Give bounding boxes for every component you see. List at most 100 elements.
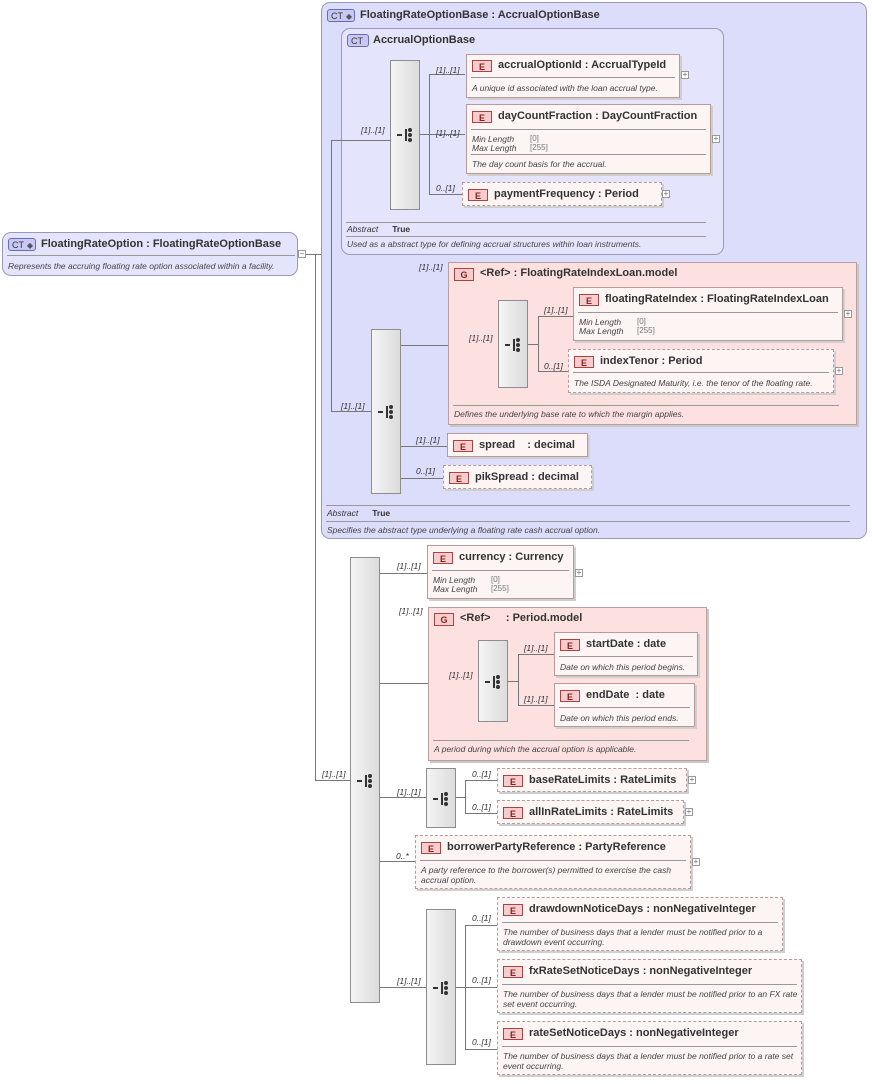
sequence-icon [357,773,375,789]
spread-element[interactable]: E spread : decimal [447,433,588,457]
divider [471,154,706,155]
currency-element[interactable]: E currency : Currency Min Length [0] Max… [427,545,574,599]
expand-icon[interactable]: + [662,189,670,198]
divider [420,860,686,861]
divider [471,77,675,78]
end-date-element[interactable]: E endDate : date Date on which this peri… [554,683,695,727]
connector [429,74,465,75]
element-title: pikSpread : decimal [475,471,579,483]
float-sequence[interactable] [371,329,401,494]
element-title: borrowerPartyReference : PartyReference [447,841,666,853]
expand-icon[interactable]: + [692,857,700,866]
divider [432,570,569,571]
group-icon: G [454,268,474,281]
max-length-label: Max Length [472,143,517,153]
root-complex-type[interactable]: CT FloatingRateOption : FloatingRateOpti… [2,232,298,276]
expand-icon[interactable]: + [681,70,689,79]
collapse-root-icon[interactable]: − [298,249,306,258]
day-count-card: [1]..[1] [436,128,460,138]
floating-index-sequence[interactable] [498,300,528,388]
floating-rate-index-element[interactable]: E floatingRateIndex : FloatingRateIndexL… [573,287,843,341]
element-icon: E [574,356,594,368]
period-group-card: [1]..[1] [399,606,423,616]
pik-spread-element[interactable]: E pikSpread : decimal [443,465,592,489]
day-count-fraction-element[interactable]: E dayCountFraction : DayCountFraction Mi… [466,104,711,174]
pik-spread-card: 0..[1] [416,466,435,476]
element-icon: E [449,472,469,484]
connector [538,316,539,372]
base-rate-limits-element[interactable]: E baseRateLimits : RateLimits [497,768,687,792]
connector [528,344,538,345]
element-title: drawdownNoticeDays : nonNegativeInteger [529,903,756,915]
divider [346,236,706,237]
divider [502,1046,797,1047]
start-date-element[interactable]: E startDate : date Date on which this pe… [554,632,698,676]
connector [465,987,497,988]
group-annotation: Defines the underlying base rate to whic… [454,409,685,419]
divider [559,656,693,657]
expand-icon[interactable]: + [575,568,583,577]
element-icon: E [503,904,523,916]
divider [559,707,690,708]
max-length-value: [255] [491,584,509,593]
accrual-title: AccrualOptionBase [373,34,476,46]
accrual-option-id-element[interactable]: E accrualOptionId : AccrualTypeId A uniq… [466,54,680,98]
limits-sequence[interactable] [426,768,456,828]
connector [465,780,466,813]
divider [578,312,838,313]
element-annotation: The day count basis for the accrual. [472,159,607,169]
drawdown-notice-days-element[interactable]: E drawdownNoticeDays : nonNegativeIntege… [497,897,783,951]
divider [326,521,850,522]
element-icon: E [503,1028,523,1040]
element-title: baseRateLimits : RateLimits [529,774,677,786]
all-in-rate-limits-element[interactable]: E allInRateLimits : RateLimits [497,800,684,824]
limits-seq-card: [1]..[1] [397,787,421,797]
element-annotation: The number of business days that a lende… [503,989,798,1009]
drawdown-card: 0..[1] [472,913,491,923]
rate-set-notice-days-element[interactable]: E rateSetNoticeDays : nonNegativeInteger… [497,1021,802,1075]
connector [518,705,554,706]
divider [471,129,706,130]
divider [433,740,689,741]
min-length-label: Min Length [433,575,476,585]
element-icon: E [453,440,473,452]
period-sequence[interactable] [478,640,508,722]
main-sequence[interactable] [350,557,380,1003]
max-length-label: Max Length [433,584,478,594]
inner-seq-card: [1]..[1] [469,333,493,343]
notice-seq-card: [1]..[1] [397,976,421,986]
connector [331,411,371,412]
divider [502,984,797,985]
connector [315,254,322,255]
base-rate-limits-card: 0..[1] [472,769,491,779]
index-tenor-element[interactable]: E indexTenor : Period The ISDA Designate… [568,349,834,393]
notice-sequence[interactable] [426,909,456,1065]
borrower-card: 0..* [396,851,409,861]
element-icon: E [560,639,580,651]
connector [331,140,391,141]
connector [401,446,447,447]
connector [456,987,466,988]
fx-rate-set-notice-days-element[interactable]: E fxRateSetNoticeDays : nonNegativeInteg… [497,959,802,1013]
expand-icon[interactable]: + [685,807,693,816]
currency-card: [1]..[1] [397,561,421,571]
sequence-icon [378,404,396,420]
element-annotation: A party reference to the borrower(s) per… [421,865,672,885]
index-tenor-card: 0..[1] [544,361,563,371]
expand-icon[interactable]: + [712,134,720,143]
divider [7,255,295,256]
element-title: spread : decimal [479,439,575,451]
payment-frequency-element[interactable]: E paymentFrequency : Period [462,182,662,206]
connector [331,140,332,412]
connector [538,316,574,317]
max-length-label: Max Length [579,326,624,336]
expand-icon[interactable]: + [688,775,696,784]
accrual-sequence[interactable] [390,60,420,210]
expand-icon[interactable]: + [844,309,852,318]
abstract-value: True [372,508,391,518]
accrual-annotation: Used as a abstract type for defining acc… [347,239,642,249]
borrower-party-reference-element[interactable]: E borrowerPartyReference : PartyReferenc… [415,835,691,889]
expand-icon[interactable]: + [835,366,843,375]
connector [380,861,415,862]
